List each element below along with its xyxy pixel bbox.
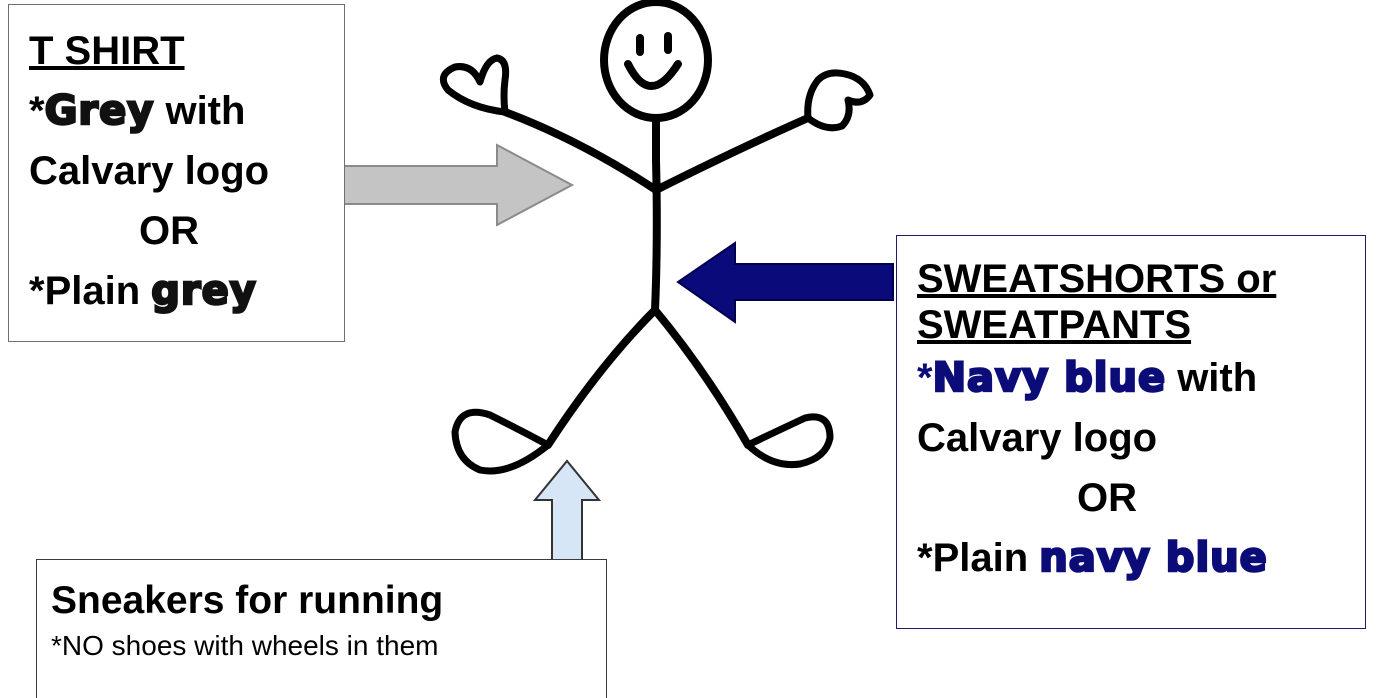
bottoms-box: SWEATSHORTS or SWEATPANTS *Navy blue wit… [896, 235, 1366, 629]
figure-right-arm [652, 114, 812, 194]
bottoms-plain-line: *Plain navy blue [917, 528, 1365, 588]
figure-right-leg [651, 306, 752, 449]
bottoms-logo-text: Calvary logo [917, 416, 1158, 460]
figure-left-foot [451, 408, 552, 475]
bottoms-heading-1: SWEATSHORTS or [917, 257, 1277, 301]
tshirt-asterisk: * [29, 89, 45, 133]
figure-smile [624, 60, 682, 90]
tshirt-or-text: OR [139, 209, 199, 253]
tshirt-box: T SHIRT *Grey with Calvary logo OR *Plai… [8, 4, 345, 342]
tshirt-line-grey-with: *Grey with [29, 81, 344, 141]
bottoms-heading-2: SWEATPANTS [917, 303, 1192, 347]
navy-arrow-icon [676, 241, 894, 324]
tshirt-heading: T SHIRT [29, 29, 185, 73]
bottoms-plain-navy-word: navy blue [1038, 534, 1268, 583]
figure-left-leg [544, 306, 659, 449]
tshirt-logo-text: Calvary logo [29, 149, 270, 193]
grey-arrow-icon [317, 143, 575, 227]
figure-right-hand [804, 69, 874, 132]
stick-figure [439, 0, 874, 475]
tshirt-grey-word: Grey [43, 87, 155, 136]
figure-left-arm [501, 108, 660, 194]
bottoms-asterisk: * [917, 356, 933, 400]
sneakers-title: Sneakers for running [51, 579, 444, 622]
tshirt-with-text: with [154, 89, 246, 133]
bottoms-navy-blue-word: Navy blue [931, 354, 1167, 403]
bottoms-line-navy-with: *Navy blue with [917, 348, 1365, 408]
sneakers-box: Sneakers for running *NO shoes with whee… [36, 559, 607, 698]
figure-body [651, 114, 661, 314]
sneakers-note: *NO shoes with wheels in them [51, 630, 439, 661]
tshirt-plain-grey-word: grey [150, 267, 257, 316]
figure-left-hand [439, 54, 510, 116]
bottoms-or-text: OR [1077, 476, 1137, 520]
bottoms-plain-text: *Plain [917, 536, 1040, 580]
figure-right-foot [744, 413, 834, 469]
figure-head [600, 0, 712, 122]
bottoms-with-text: with [1166, 356, 1258, 400]
tshirt-plain-line: *Plain grey [29, 261, 344, 321]
tshirt-plain-text: *Plain [29, 269, 152, 313]
